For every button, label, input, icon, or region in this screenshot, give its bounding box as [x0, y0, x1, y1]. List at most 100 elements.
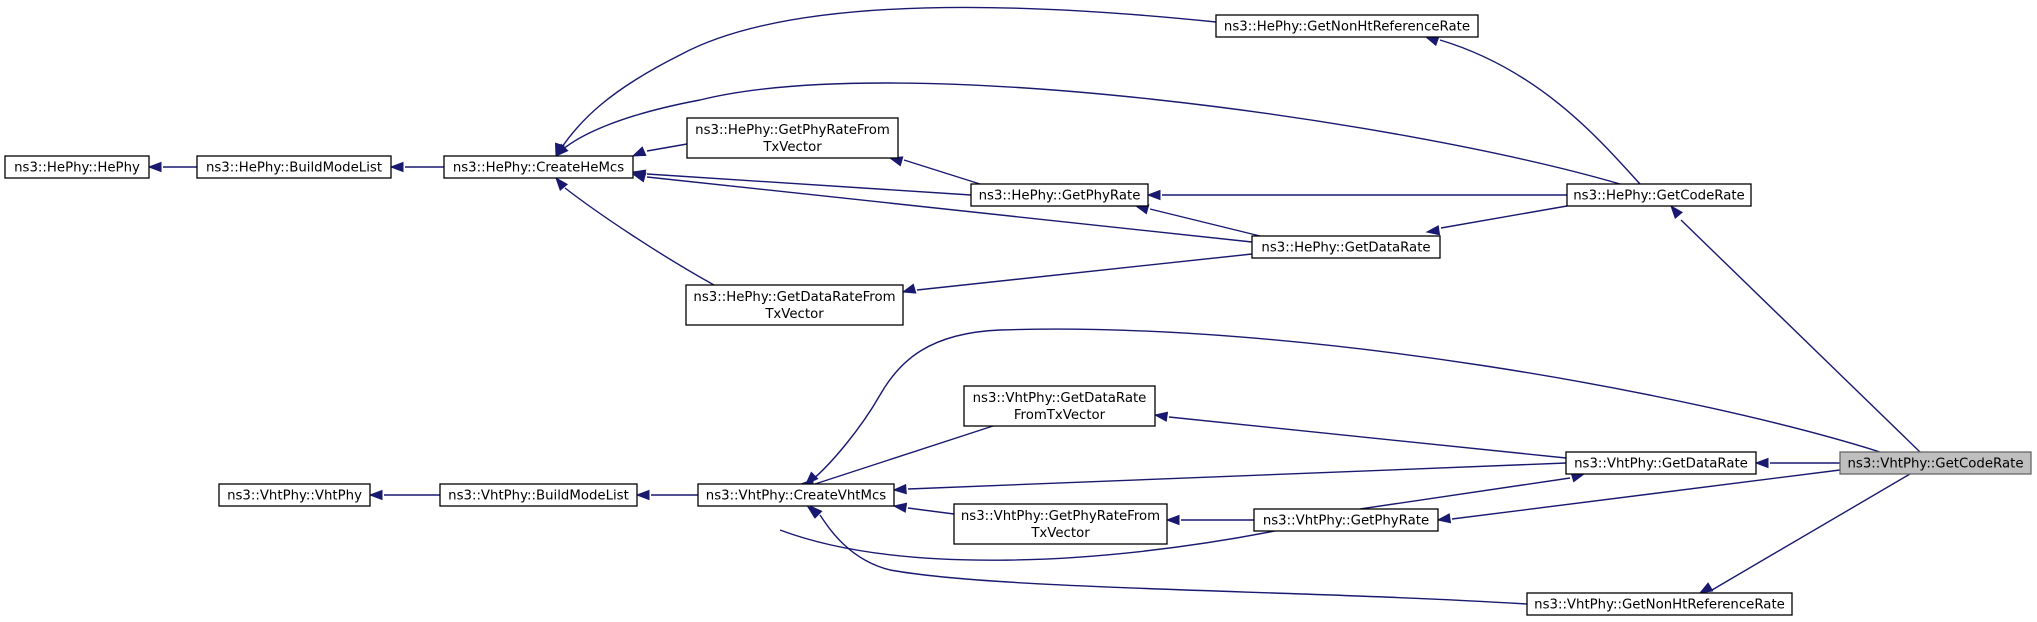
node-label: ns3::VhtPhy::CreateVhtMcs — [706, 489, 887, 504]
node-label: ns3::HePhy::GetCodeRate — [1573, 189, 1745, 204]
edge-line — [819, 514, 1528, 605]
arrowhead-icon — [1425, 225, 1441, 236]
node-label: TxVector — [762, 140, 822, 155]
node-vht_createvhtmcs[interactable]: ns3::VhtPhy::CreateVhtMcs — [697, 483, 895, 507]
node-he_getcoderate[interactable]: ns3::HePhy::GetCodeRate — [1566, 183, 1752, 207]
edge-vht_getdatarate-to-vht_createvhtmcs — [892, 462, 1567, 495]
node-box — [685, 284, 904, 326]
edge-vht_buildmodelist-to-vht_vhtphy — [368, 489, 440, 501]
arrowhead-icon — [631, 172, 647, 183]
arrowhead-icon — [147, 161, 162, 173]
edge-line — [646, 143, 688, 152]
node-label: ns3::HePhy::GetPhyRateFrom — [695, 123, 890, 138]
node-vht_buildmodelist[interactable]: ns3::VhtPhy::BuildModeList — [439, 483, 638, 507]
node-box — [218, 483, 371, 507]
arrowhead-icon — [368, 489, 383, 501]
node-vht_vhtphy[interactable]: ns3::VhtPhy::VhtPhy — [218, 483, 371, 507]
edge-line — [907, 462, 1567, 490]
node-label: ns3::HePhy::GetNonHtReferenceRate — [1224, 20, 1470, 35]
node-box — [1839, 451, 2032, 475]
edge-line — [814, 425, 994, 485]
edge-vht_getdataratefromtx-to-vht_createvhtmcs — [799, 425, 994, 490]
arrowhead-icon — [1670, 204, 1684, 219]
edge-line — [564, 187, 715, 286]
node-box — [697, 483, 895, 507]
node-vht_getdatarate[interactable]: ns3::VhtPhy::GetDataRate — [1565, 451, 1757, 475]
edge-vht_getphyrate-to-vht_getdatarate — [1359, 472, 1586, 510]
node-label: ns3::VhtPhy::GetNonHtReferenceRate — [1534, 598, 1785, 613]
node-label: ns3::HePhy::BuildModeList — [206, 161, 382, 176]
node-he_getphyrate[interactable]: ns3::HePhy::GetPhyRate — [970, 183, 1149, 207]
node-label: ns3::HePhy::HePhy — [14, 161, 140, 176]
node-box — [1526, 592, 1793, 616]
node-label: ns3::VhtPhy::VhtPhy — [227, 489, 362, 504]
edge-line — [779, 529, 1276, 561]
arrowhead-icon — [808, 504, 823, 519]
edge-he_getphyrate-to-he_createhemcs — [631, 169, 972, 196]
arrowhead-icon — [804, 471, 819, 486]
edge-vht_getcoderate-to-vht_getdatarate — [1754, 457, 1840, 469]
edge-line — [811, 328, 1881, 481]
node-box — [1566, 183, 1752, 207]
edge-he_createhemcs-to-he_buildmodelist — [389, 161, 444, 173]
node-label: ns3::HePhy::GetDataRate — [1261, 241, 1430, 256]
edge-line — [646, 176, 1253, 243]
arrowhead-icon — [1153, 411, 1169, 422]
node-he_getdatarate[interactable]: ns3::HePhy::GetDataRate — [1251, 235, 1441, 259]
node-label: ns3::HePhy::GetPhyRate — [979, 189, 1141, 204]
edge-vht_getcoderate-to-he_getcoderate — [1670, 204, 1921, 453]
edge-vht_getdatarate-to-vht_getdataratefromtx — [1153, 411, 1567, 459]
node-box — [1251, 235, 1441, 259]
edge-he_buildmodelist-to-he_hephy — [147, 161, 197, 173]
node-vht_getnonhtref[interactable]: ns3::VhtPhy::GetNonHtReferenceRate — [1526, 592, 1793, 616]
arrowhead-icon — [389, 161, 404, 173]
arrowhead-icon — [892, 483, 907, 495]
node-label: ns3::HePhy::CreateHeMcs — [453, 161, 624, 176]
edge-line — [1711, 473, 1911, 591]
node-box — [1215, 14, 1479, 38]
node-vht_getcoderate[interactable]: ns3::VhtPhy::GetCodeRate — [1839, 451, 2032, 475]
edge-vht_getphyrate-to-vht_getphyratefromtx — [1165, 514, 1254, 526]
edge-he_getcoderate-to-he_getdatarate — [1425, 205, 1568, 236]
edge-line — [1168, 416, 1567, 459]
arrowhead-icon — [554, 143, 569, 158]
node-he_createhemcs[interactable]: ns3::HePhy::CreateHeMcs — [443, 155, 634, 179]
node-label: ns3::VhtPhy::GetPhyRateFrom — [961, 509, 1160, 524]
node-label: ns3::VhtPhy::GetDataRate — [1574, 457, 1748, 472]
node-box — [1253, 508, 1439, 532]
arrowhead-icon — [892, 502, 908, 513]
node-he_getnonhtref[interactable]: ns3::HePhy::GetNonHtReferenceRate — [1215, 14, 1479, 38]
arrowhead-icon — [1754, 457, 1769, 469]
node-he_buildmodelist[interactable]: ns3::HePhy::BuildModeList — [196, 155, 392, 179]
node-box — [439, 483, 638, 507]
arrowhead-icon — [555, 176, 569, 191]
node-box — [970, 183, 1149, 207]
edge-he_getphyrate-to-he_getphyratefromtx — [888, 156, 981, 185]
edge-he_getdatarate-to-he_getdataratefromtx — [901, 253, 1253, 294]
edge-he_getdataratefromtx-to-he_createhemcs — [555, 176, 715, 286]
arrowhead-icon — [631, 146, 647, 157]
edge-vht_getcoderate-to-vht_getphyrate — [1436, 469, 1841, 524]
node-box — [443, 155, 634, 179]
edge-line — [1440, 205, 1568, 229]
node-he_hephy[interactable]: ns3::HePhy::HePhy — [4, 155, 150, 179]
edge-line — [561, 82, 1621, 185]
edge-line — [907, 507, 955, 515]
arrowhead-icon — [635, 489, 650, 501]
edge-vht_getnonhtref-to-vht_createvhtmcs — [808, 504, 1528, 605]
node-vht_getphyrate[interactable]: ns3::VhtPhy::GetPhyRate — [1253, 508, 1439, 532]
node-label: ns3::VhtPhy::GetCodeRate — [1847, 457, 2023, 472]
node-box — [963, 385, 1156, 427]
edge-he_getdatarate-to-he_createhemcs — [631, 172, 1253, 243]
arrowhead-icon — [1424, 36, 1440, 47]
arrowhead-icon — [1698, 582, 1714, 594]
edge-line — [1359, 477, 1571, 510]
node-box — [1565, 451, 1757, 475]
node-box — [686, 117, 899, 159]
node-label: ns3::HePhy::GetDataRateFrom — [693, 290, 895, 305]
